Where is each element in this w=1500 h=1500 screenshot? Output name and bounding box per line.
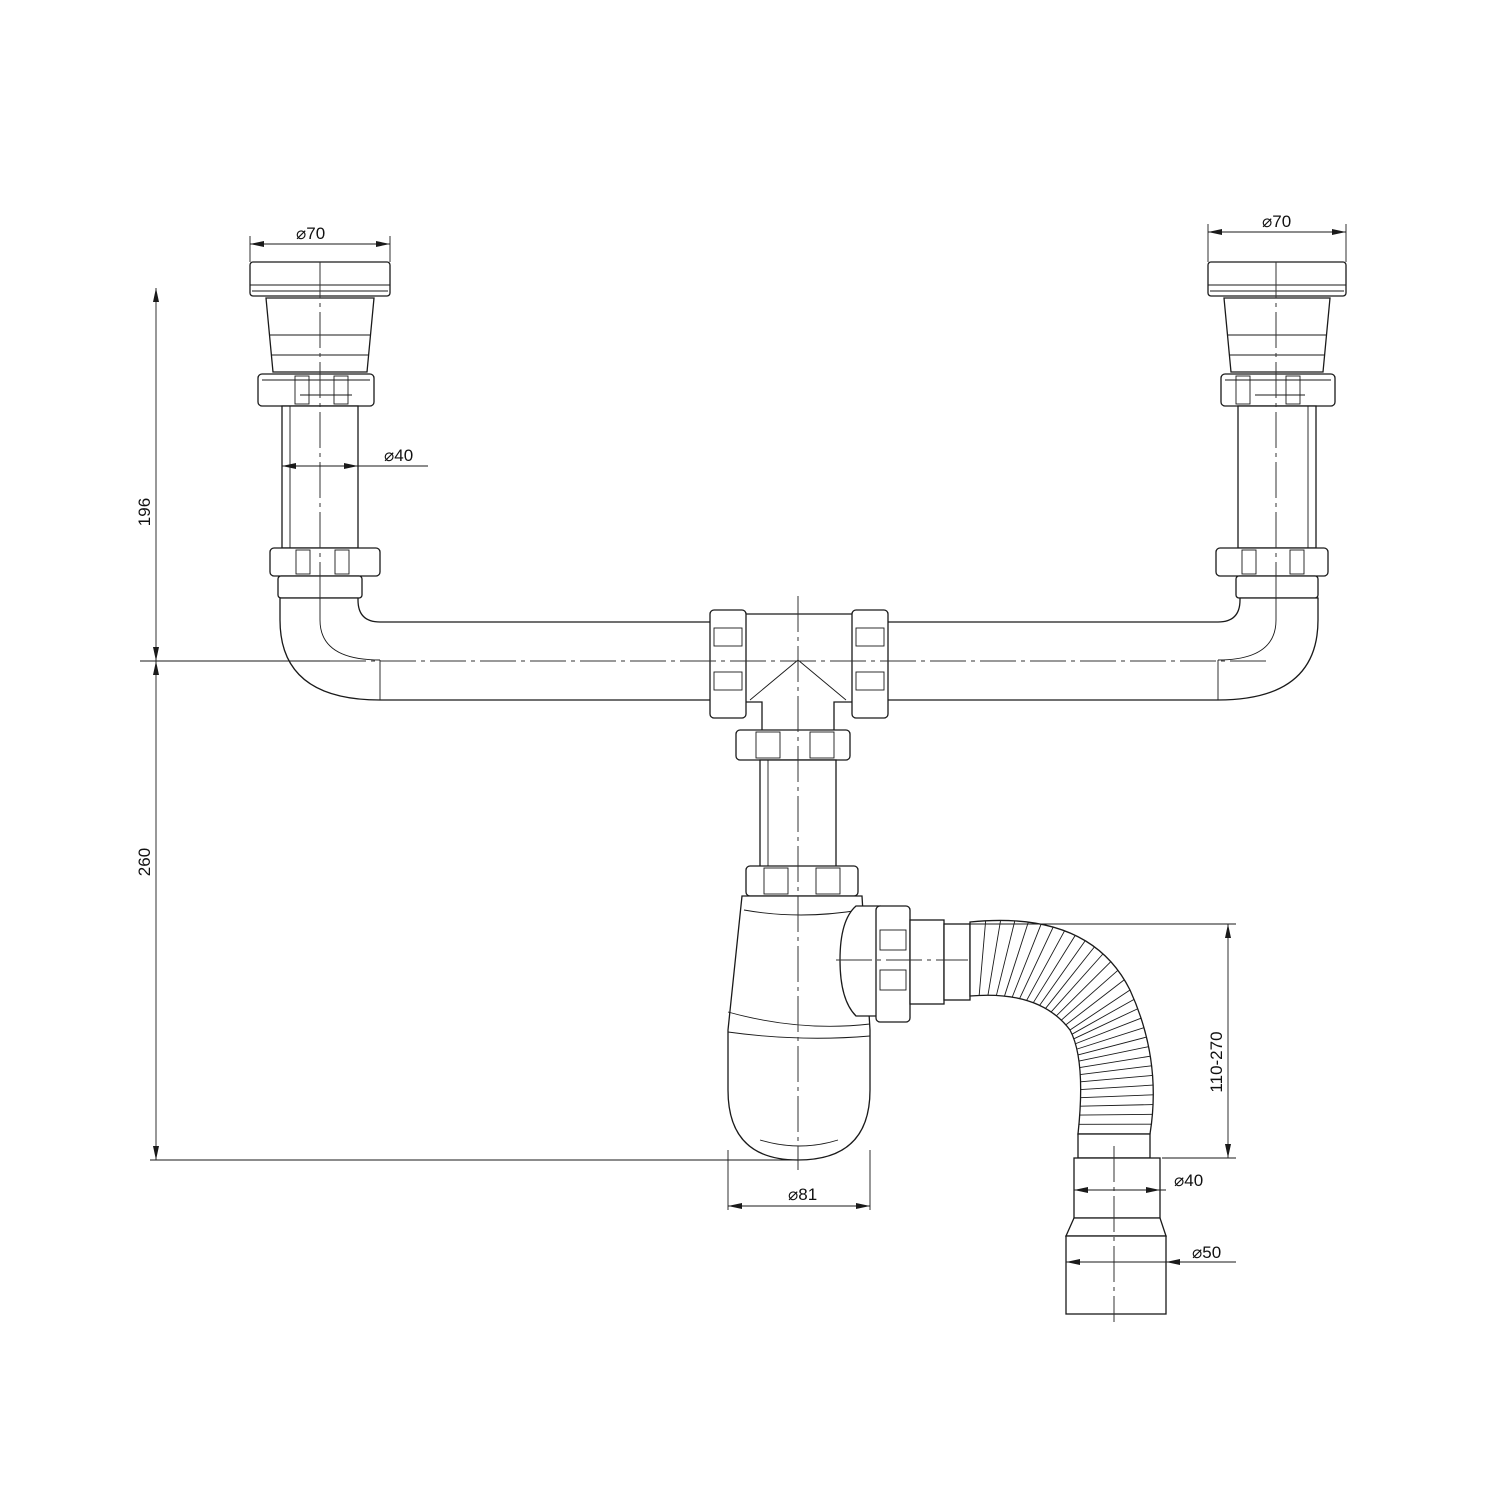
hose-rib xyxy=(1080,1104,1154,1107)
hose-rib xyxy=(1032,935,1076,1003)
hose-rib xyxy=(1079,1055,1151,1069)
right-strainer xyxy=(1207,261,1347,407)
bottle-trap-diameter-label: ⌀81 xyxy=(788,1185,817,1204)
hose-rib xyxy=(1075,1017,1142,1045)
tee-outlet-nut xyxy=(735,729,851,761)
hose-rib xyxy=(978,920,987,996)
hose-rib xyxy=(1071,998,1135,1035)
center-lines xyxy=(319,262,1277,1322)
hose-rib xyxy=(1080,1084,1154,1091)
right-strainer-diameter-label: ⌀70 xyxy=(1262,212,1291,231)
hose-rib xyxy=(1080,1065,1152,1075)
hose-rib xyxy=(1080,1094,1154,1099)
hose-rib xyxy=(1080,1074,1153,1083)
hose-rib xyxy=(1050,953,1104,1013)
outlet-inner-diameter-label: ⌀40 xyxy=(1174,1171,1203,1190)
hose-rib xyxy=(1011,924,1042,998)
outlet-spigot xyxy=(1064,1157,1167,1315)
hose-rib xyxy=(1069,989,1131,1031)
hose-rib xyxy=(995,920,1016,996)
hose-rib xyxy=(1079,1113,1153,1116)
hose-rib xyxy=(987,920,1002,996)
flexible-hose xyxy=(969,919,1154,1159)
hose-rib xyxy=(1073,1008,1138,1040)
inlet-pipe-diameter-label: ⌀40 xyxy=(384,446,413,465)
right-elbow-pipe xyxy=(881,597,1319,701)
left-elbow-pipe xyxy=(279,597,717,701)
dimension-lines xyxy=(140,224,1347,1265)
left-lower-nut xyxy=(269,547,381,599)
lower-height-label: 260 xyxy=(135,848,154,876)
left-strainer-diameter-label: ⌀70 xyxy=(296,224,325,243)
hose-length-label: 110-270 xyxy=(1207,1031,1226,1092)
hose-rib xyxy=(1077,1036,1147,1056)
hose-rib xyxy=(1026,930,1065,1001)
hose-rib xyxy=(1060,969,1119,1021)
hose-rib xyxy=(1019,926,1054,999)
hose-rib xyxy=(1076,1027,1145,1050)
bottle-trap xyxy=(727,865,881,1161)
right-lower-nut xyxy=(1215,547,1329,599)
tee-connector xyxy=(709,609,889,733)
hose-rib xyxy=(1056,961,1112,1017)
hose-rib xyxy=(1004,922,1029,997)
trap-outlet-nut xyxy=(875,905,971,1023)
right-inlet-pipe xyxy=(1237,405,1317,549)
outlet-outer-diameter-label: ⌀50 xyxy=(1192,1243,1221,1262)
hose-rib xyxy=(1045,946,1095,1009)
upper-height-label: 196 xyxy=(135,498,154,526)
hose-rib xyxy=(1065,979,1125,1026)
hose-rib xyxy=(1078,1046,1149,1062)
hose-rib xyxy=(1039,940,1086,1006)
hose-corrugations xyxy=(978,920,1154,1125)
